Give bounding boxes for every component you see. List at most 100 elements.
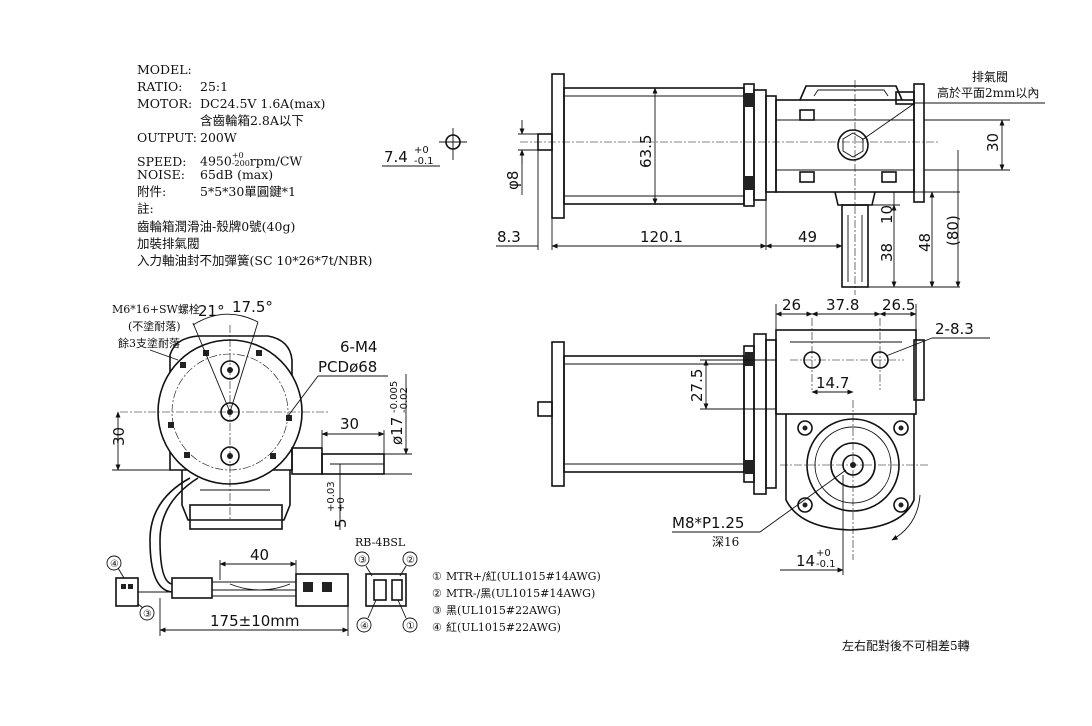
- dim-30-side: 30: [110, 427, 128, 446]
- thread-label-2: 深16: [712, 535, 739, 549]
- dim-phi8: φ8: [504, 171, 522, 190]
- dim-5-tol-upper: +0.03: [326, 481, 337, 512]
- hole-label-1: 6-M4: [340, 338, 377, 356]
- legend-pin4-mark: ④: [432, 621, 442, 634]
- dim-26-left: 26: [782, 296, 801, 314]
- thread-label-1: M8*P1.25: [672, 514, 744, 532]
- spec-speed-tol-lower: -200: [231, 159, 250, 168]
- dim-2-8-3: 2-8.3: [935, 320, 974, 338]
- spec-model: MODEL:: [137, 63, 200, 77]
- spec-accessory-value: 5*5*30單圓鍵*1: [200, 184, 297, 199]
- connector-label: RB-4BSL: [355, 536, 406, 549]
- top-view: 排氣閥 高於平面2mm以內 63.5 φ8 30 8.3: [496, 70, 1045, 295]
- vent-plug: [837, 129, 869, 161]
- spec-motor-note-text: 含齒輪箱2.8A以下: [200, 113, 304, 128]
- spec-noise-label: NOISE:: [137, 167, 186, 182]
- spec-note-label-text: 註:: [137, 201, 154, 216]
- spec-ratio-label: RATIO:: [137, 79, 183, 94]
- hole-label-2: PCDø68: [318, 358, 377, 376]
- bolt-label-1: M6*16+SW螺栓: [112, 302, 200, 316]
- dim-38: 38: [878, 243, 896, 262]
- dim-30-shaft: 30: [340, 415, 359, 433]
- vent-label-1: 排氣閥: [972, 70, 1008, 84]
- spec-noise-value: 65dB (max): [200, 167, 274, 182]
- spec-speed-tol-upper: +0: [231, 151, 244, 160]
- spec-output-value: 200W: [200, 130, 237, 145]
- dim-48: 48: [916, 233, 934, 252]
- spec-note-3-text: 入力軸油封不加彈簧(SC 10*26*7t/NBR): [137, 253, 373, 268]
- conn-pin-2: ②: [406, 555, 415, 566]
- rotation-arrow: [891, 494, 921, 541]
- dim-120-1: 120.1: [640, 228, 683, 246]
- dim-49: 49: [798, 228, 817, 246]
- spec-motor-note: 含齒輪箱2.8A以下: [200, 114, 304, 128]
- spec-model-label: MODEL:: [137, 62, 192, 77]
- motor-end-flange: [551, 73, 565, 219]
- dim-5-tol-lower: +0: [336, 497, 347, 512]
- dim-14: 14: [796, 552, 815, 570]
- conn-pin-1: ①: [406, 621, 415, 632]
- legend-pin4-desc: 紅(UL1015#22AWG): [446, 621, 561, 634]
- legend-pin3-desc: 黑(UL1015#22AWG): [446, 604, 561, 617]
- legend-pin2-desc: MTR-/黑(UL1015#14AWG): [446, 587, 595, 600]
- dim-phi17-tol-upper: -0.005: [389, 381, 400, 413]
- spec-noise: NOISE: 65dB (max): [137, 168, 273, 182]
- dim-14-tol-upper: +0: [816, 548, 831, 559]
- dim-26-5: 26.5: [882, 296, 915, 314]
- wire-harness: 40 175±10mm ④ ③: [106, 477, 349, 636]
- angle-17-5: 17.5°: [232, 298, 273, 316]
- spec-motor-label: MOTOR:: [137, 96, 193, 111]
- spec-note-label: 註:: [137, 202, 154, 216]
- bolt-label-3: 餘3支塗耐落: [118, 336, 180, 350]
- front-gearbox-block: [775, 329, 917, 415]
- legend-pin1-desc: MTR+/紅(UL1015#14AWG): [446, 570, 601, 583]
- footer-note: 左右配對後不可相差5轉: [842, 638, 970, 653]
- dim-14-7: 14.7: [816, 374, 849, 392]
- spec-note-1: 齒輪箱潤滑油-殼牌0號(40g): [137, 220, 295, 234]
- vent-label-2: 高於平面2mm以內: [937, 85, 1039, 100]
- conn-pin-4: ④: [360, 621, 369, 632]
- spec-accessory: 附件: 5*5*30單圓鍵*1: [137, 185, 296, 199]
- dim-63-5: 63.5: [637, 135, 655, 168]
- dim-7-4-tol-upper: +0: [414, 145, 429, 156]
- rb-4bsl-connector: RB-4BSL ③ ② ④ ①: [354, 536, 418, 633]
- spec-speed-value: 4950: [200, 153, 232, 169]
- bolt-label-2: (不塗耐落): [128, 319, 181, 333]
- dim-80: (80): [944, 215, 962, 246]
- spec-speed-unit: rpm/CW: [249, 153, 303, 169]
- spec-output: OUTPUT:200W: [137, 131, 237, 145]
- spec-note-1-text: 齒輪箱潤滑油-殼牌0號(40g): [137, 219, 296, 234]
- harness-pin-3: ③: [143, 609, 152, 620]
- legend-pin2-mark: ②: [432, 587, 442, 600]
- small-connector: [115, 577, 139, 607]
- harness-connector: [295, 573, 349, 607]
- legend-pin1-mark: ①: [432, 570, 442, 583]
- dim-40: 40: [250, 546, 269, 564]
- dim-8-3: 8.3: [497, 228, 521, 246]
- spec-ratio: RATIO:25:1: [137, 80, 228, 94]
- spec-note-2-text: 加裝排氣閥: [137, 236, 200, 251]
- spec-note-3: 入力軸油封不加彈簧(SC 10*26*7t/NBR): [137, 254, 372, 268]
- dim-7-4: 7.4: [384, 148, 408, 166]
- spec-accessory-label: 附件:: [137, 184, 167, 199]
- spec-speed-label: SPEED:: [137, 153, 187, 169]
- dim-14-tol-lower: -0.1: [816, 559, 836, 570]
- dim-27-5: 27.5: [688, 369, 706, 402]
- legend-pin3-mark: ③: [432, 604, 442, 617]
- spec-motor-value: DC24.5V 1.6A(max): [200, 96, 326, 111]
- dim-30-top: 30: [984, 133, 1002, 152]
- dim-175: 175±10mm: [210, 612, 300, 630]
- dim-37-8: 37.8: [826, 296, 859, 314]
- angle-21: 21°: [198, 302, 225, 320]
- front-view: 26 37.8 26.5 2-8.3 27.5 14.7 M8*P1.25 深1…: [537, 296, 990, 575]
- conn-pin-3: ③: [358, 555, 367, 566]
- spec-motor: MOTOR: DC24.5V 1.6A(max): [137, 97, 325, 111]
- dim-phi17-tol-lower: -0.02: [399, 387, 410, 413]
- dim-5-key: 5: [332, 518, 350, 528]
- side-view: M6*16+SW螺栓 (不塗耐落) 餘3支塗耐落: [110, 298, 412, 530]
- dim-7-4-tol-lower: -0.1: [414, 156, 434, 167]
- spec-note-2: 加裝排氣閥: [137, 237, 200, 251]
